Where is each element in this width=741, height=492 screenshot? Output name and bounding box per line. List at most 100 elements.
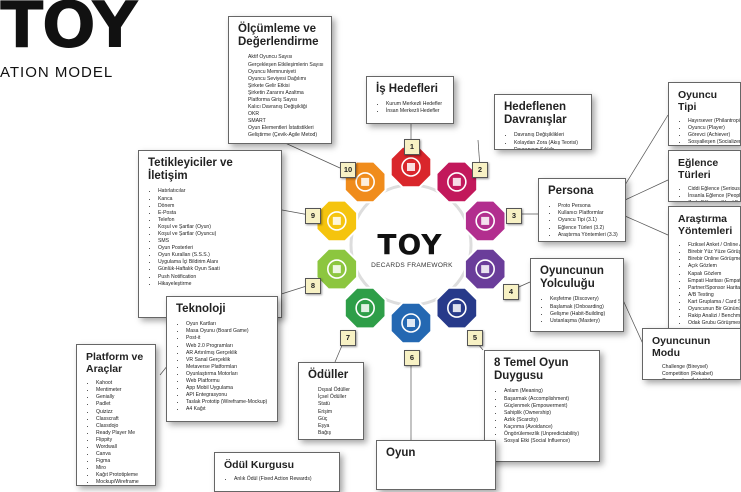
tetikleyiciler-item: Push Notification [158, 274, 272, 281]
oyuncu-tipi-item: Hayırsever (Philantropist) [688, 118, 740, 125]
persona-box: Persona Proto PersonaKullanıcı Platforml… [538, 178, 626, 242]
olcumleme-item: Gerçekleşen Etkileşimlerin Sayısı [248, 61, 324, 68]
arastirma-item: Oyuncunun Bir Gününü Yaşamak [688, 306, 740, 313]
tetikleyiciler-item: Hikayeleştirme [158, 281, 272, 288]
eglence-list: Ciddi Eğlence (Serious Fun)İnsanla Eğlen… [678, 186, 740, 201]
temel-oyun-item: Sosyal Etki (Social Influence) [504, 438, 590, 445]
oduller-item: Erişim [318, 408, 333, 415]
persona-item: Proto Persona [558, 203, 616, 210]
tetikleyiciler-item: SMS [158, 238, 272, 245]
platform-list: KahootMentimeterGeniallyPadletQuizizzCla… [86, 380, 146, 485]
platform-title: Platform ve Araçlar [86, 351, 144, 376]
oduller-title: Ödüller [308, 369, 349, 381]
persona-list: Proto PersonaKullanıcı PlatformlarOyuncu… [548, 203, 618, 238]
teknoloji-item: VR Sanal Gerçeklik [186, 357, 268, 364]
arastirma-item: Empati Haritası (Empathy Map) [688, 278, 740, 285]
number-tag-2: 2 [472, 162, 488, 178]
oyuncu-modu-item: Challenge (Bireysel) [662, 364, 708, 371]
route-icon [463, 247, 507, 291]
yolculuk-item: Gelişme (Habit-Building) [550, 311, 614, 318]
persona-icon [463, 199, 507, 243]
arastirma-item: Açık Gözlem [688, 263, 731, 270]
olcumleme-item: Oyuncu Seviyesi Dağılımı [248, 75, 307, 82]
platform-item: Classcraft [96, 416, 146, 423]
teknoloji-item: App Mobil Uygulama [186, 385, 268, 392]
number-tag-7: 7 [340, 330, 356, 346]
oduller-item: İçsel Ödüller [318, 394, 347, 401]
oyuncu-tipi-list: Hayırsever (Philantropist)Oyuncu (Player… [678, 118, 740, 145]
is-hedefleri-item: Kurum Merkezli Hedefler [386, 101, 444, 108]
arastirma-item: Birebir Online Görüşme [688, 256, 740, 263]
arastirma-item: Kart Gruplama / Card Sorting [688, 299, 740, 306]
teknoloji-item: Oyunlaştırma Motorları [186, 371, 268, 378]
persona-title: Persona [548, 185, 594, 197]
platform-box: Platform ve Araçlar KahootMentimeterGeni… [76, 344, 156, 486]
odul-kurgusu-title: Ödül Kurgusu [224, 459, 294, 471]
odul-kurgusu-list: Anlık Ödül (Fixed Action Rewards) [224, 476, 330, 483]
olcumleme-item: Aktif Oyuncu Sayısı [248, 54, 293, 61]
platform-item: Kahoot [96, 380, 146, 387]
oyuncu-tipi-item: Sosyalleşen (Socializer) [688, 139, 740, 145]
hedeflenen-list: Davranış DeğişiklikleriKolaydan Zora (Ak… [504, 132, 582, 149]
number-tag-9: 9 [305, 208, 321, 224]
is-hedefleri-item: İnsan Merkezli Hedefler [386, 108, 444, 115]
temel-oyun-item: Güçlenmek (Empowerment) [504, 403, 590, 410]
number-tag-1: 1 [404, 139, 420, 155]
number-tag-5: 5 [467, 330, 483, 346]
number-tag-10: 10 [340, 162, 356, 178]
temel-oyun-item: Öngörülemezlik (Unpredictability) [504, 431, 590, 438]
platform-item: Wordwall [96, 444, 146, 451]
is-hedefleri-title: İş Hedefleri [376, 83, 438, 95]
tetikleyiciler-item: E-Posta [158, 210, 272, 217]
teknoloji-item: Oyun Kartları [186, 321, 268, 328]
teknoloji-item: Web Platformu [186, 378, 268, 385]
oyuncu-tipi-item: Görevci (Achiever) [688, 132, 731, 139]
arastirma-list: Fiziksel Anket / Online AnketBirebir Yüz… [678, 242, 740, 327]
hedeflenen-title: Hedeflenen Davranışlar [504, 101, 567, 127]
persona-item: Eğlence Türleri (3.2) [558, 225, 616, 232]
hedeflenen-item: Davranış Değişiklikleri [514, 132, 582, 139]
tetikleyiciler-item: Koşul ve Şartlar (Oyuncu) [158, 231, 272, 238]
arastirma-item: Rakip Analizi / Benchmarking [688, 313, 740, 320]
temel-oyun-list: Anlam (Meaning)Başarmak (Accomplishment)… [494, 388, 590, 445]
yolculuk-title: Oyuncunun Yolculuğu [540, 265, 604, 291]
platform-item: Padlet [96, 401, 146, 408]
oduller-item: Statü [318, 401, 330, 408]
arastirma-item: Fiziksel Anket / Online Anket [688, 242, 740, 249]
teknoloji-item: Taslak Prototip (Wireframe-Mockup) [186, 399, 268, 406]
eglence-item: Ciddi Eğlence (Serious Fun) [688, 186, 740, 193]
yolculuk-box: Oyuncunun Yolculuğu Keşfetme (Discovery)… [530, 258, 624, 332]
platform-item: Genially [96, 394, 146, 401]
platform-item: Mentimeter [96, 387, 146, 394]
olcumleme-item: SMART [248, 118, 266, 125]
tetikleyiciler-item: Uygulama İçi Bildirim Alanı [158, 259, 272, 266]
center-title: TOY [377, 228, 443, 261]
olcumleme-item: Geliştirme (Çevik-Agile Metod) [248, 132, 318, 139]
eglence-item: İnsanla Eğlence (People Fun) [688, 193, 740, 200]
teknoloji-item: Web 2.0 Programları [186, 343, 268, 350]
temel-oyun-item: Azlık (Scarcity) [504, 417, 590, 424]
tetikleyiciler-item: Oyun Kuralları (S.S.S.) [158, 252, 272, 259]
number-tag-3: 3 [506, 208, 522, 224]
platform-item: Miro [96, 465, 146, 472]
tetikleyiciler-box: Tetikleyiciler ve İletişim Hatırlatıcıla… [138, 150, 282, 318]
teknoloji-item: API Entegrasyonu [186, 392, 268, 399]
arastirma-item: Partner/Sponsor Haritası [688, 285, 740, 292]
arastirma-item: Odak Grubu Görüşmesi [688, 320, 740, 327]
arastirma-item: A/B Testing [688, 292, 731, 299]
hedeflenen-item: Kolaydan Zora (Akış Teorisi) [514, 140, 582, 147]
briefcase-icon [389, 145, 433, 189]
hedeflenen-item: Davranışın Sıklığı [514, 147, 582, 149]
yolculuk-item: Başlamak (Onboarding) [550, 304, 614, 311]
odul-kurgusu-box: Ödül Kurgusu Anlık Ödül (Fixed Action Re… [214, 452, 340, 492]
logo-subtitle: ATION MODEL [0, 64, 114, 81]
odul-kurgusu-item: Anlık Ödül (Fixed Action Rewards) [234, 476, 330, 483]
books-icon [389, 301, 433, 345]
teknoloji-item: A4 Kağıt [186, 406, 268, 413]
yolculuk-item: Keşfetme (Discovery) [550, 296, 614, 303]
is-hedefleri-box: İş Hedefleri Kurum Merkezli Hedeflerİnsa… [366, 76, 454, 124]
temel-oyun-title: 8 Temel Oyun Duygusu [494, 357, 569, 383]
